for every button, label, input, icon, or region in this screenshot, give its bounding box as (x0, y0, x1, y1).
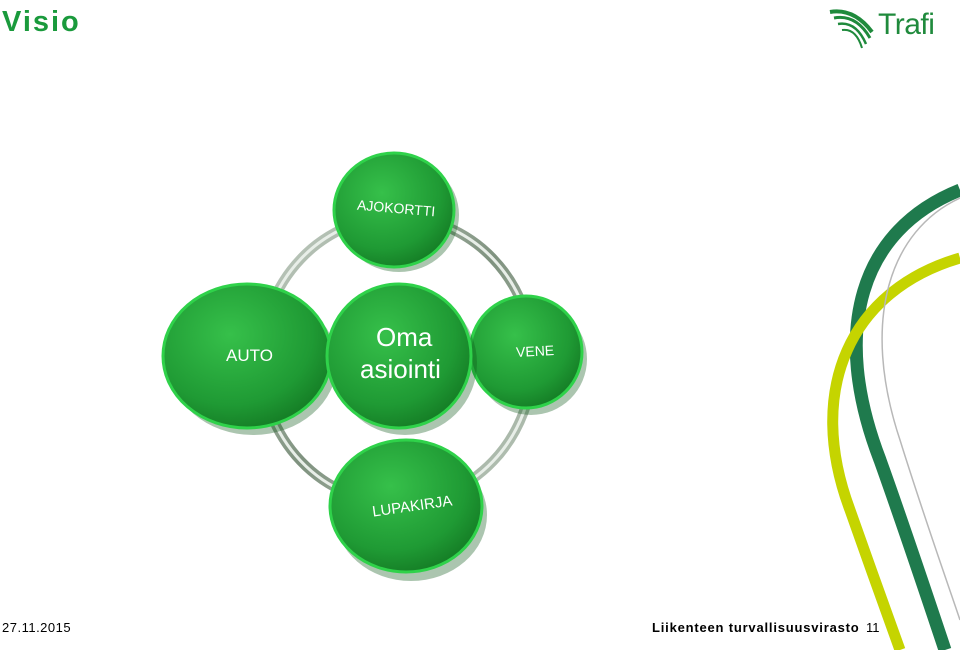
node-vene (468, 294, 587, 415)
trafi-swoosh-icon (829, 9, 874, 49)
node-label-left: AUTO (226, 346, 273, 365)
footer-organization: Liikenteen turvallisuusvirasto (652, 620, 860, 635)
node-ajokortti (332, 151, 459, 272)
footer-date: 27.11.2015 (2, 620, 72, 635)
node-label-center-line1: Oma (376, 322, 433, 352)
node-auto (161, 282, 337, 435)
node-center (325, 282, 477, 435)
node-label-center-line2: asiointi (360, 354, 441, 384)
node-label-right: VENE (515, 342, 555, 360)
slide-title: Visio (2, 6, 81, 38)
logo-text: Trafi (878, 8, 935, 41)
footer-page-number: 11 (866, 620, 880, 635)
node-lupakirja (328, 438, 487, 581)
